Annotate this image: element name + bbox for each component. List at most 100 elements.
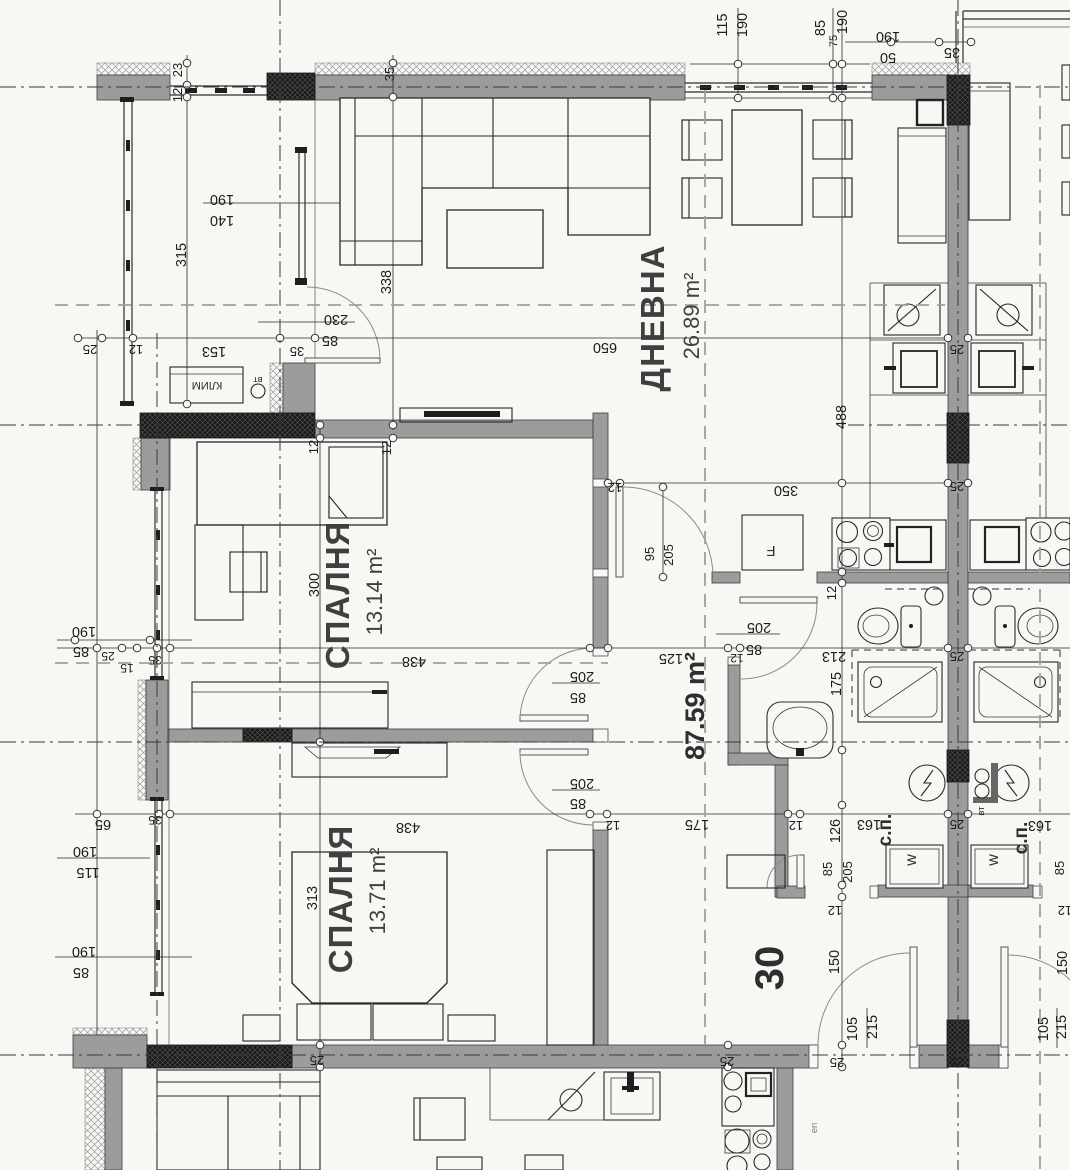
sofa <box>339 97 651 266</box>
dimension-label: 190 <box>72 943 96 959</box>
doors <box>304 286 1070 1048</box>
dimension-label: 25 <box>950 342 964 357</box>
toilet <box>857 605 922 648</box>
dimension-label: 15 <box>120 661 134 675</box>
dimension-label: 12 <box>828 903 842 918</box>
dimension-label: 338 <box>379 270 395 294</box>
washer-label: w <box>903 854 920 867</box>
dimension-label: 205 <box>570 775 594 791</box>
dimension-label: 25 <box>101 649 115 663</box>
stove <box>831 517 891 571</box>
dimension-label: 85 <box>1052 861 1067 875</box>
wall-niche <box>915 98 945 127</box>
dimension-label: 205 <box>661 544 676 566</box>
dimension-label: 35 <box>148 653 162 667</box>
wardrobe-1 <box>191 681 389 729</box>
room-area: 26.89 m² <box>679 273 704 360</box>
washing-machine-right <box>970 844 1029 889</box>
dimension-label: 12 <box>606 818 620 833</box>
dim-ticks <box>70 37 976 1072</box>
room-sp-label: с.п. <box>875 814 896 847</box>
dimension-label: 12 <box>608 480 622 495</box>
dimension-label: 300 <box>307 573 323 597</box>
dimension-label: 205 <box>747 619 771 635</box>
neighbor-bottom-table <box>413 1097 564 1170</box>
dimension-label: 35 <box>290 344 304 359</box>
room-area: 13.71 m² <box>365 848 390 935</box>
dimension-label: 150 <box>827 950 843 974</box>
fridge-label: F <box>766 542 775 559</box>
dimension-label: 25 <box>950 817 964 832</box>
dimension-label: 12 <box>379 441 394 455</box>
dimension-lines <box>55 8 1070 1072</box>
counter-left <box>869 282 948 518</box>
room-sp-label: с.п. <box>1011 822 1032 855</box>
bed-1 <box>196 441 388 526</box>
room-name: СПАЛНЯ <box>322 825 359 974</box>
room-area: 13.14 m² <box>362 549 387 636</box>
dimension-label: 438 <box>396 819 420 835</box>
dimension-label: 190 <box>73 843 97 859</box>
vent-label: вт <box>976 806 987 816</box>
shower-right <box>973 661 1059 723</box>
dimension-label: 105 <box>1036 1017 1052 1041</box>
dimension-label: 350 <box>774 482 798 498</box>
dimension-label: 65 <box>95 816 111 832</box>
dimension-label: 230 <box>324 311 348 327</box>
dimension-label: 12 <box>1058 903 1070 918</box>
neighbor-furniture <box>156 64 1070 1170</box>
total-area-label: 87.59 m² <box>680 652 710 760</box>
dimension-label: 75 <box>828 35 840 47</box>
dimension-label: 215 <box>1054 1015 1070 1039</box>
dimension-label: 25 <box>83 342 97 357</box>
boiler-right <box>992 764 1030 802</box>
desk <box>194 524 244 621</box>
dimension-label: 12 <box>129 342 143 357</box>
dimension-label: 35 <box>944 44 960 60</box>
bath-fixtures <box>766 586 1061 889</box>
apartment-number: 30 <box>748 946 792 991</box>
dimension-label: 125 <box>659 650 683 666</box>
dimension-label: 12 <box>170 88 185 102</box>
dimension-label: 213 <box>822 648 846 664</box>
dimension-label: 175 <box>829 672 845 696</box>
kitchen-counter-top <box>399 407 513 423</box>
dimension-label: 140 <box>210 212 234 228</box>
dimension-label: 150 <box>1055 951 1070 975</box>
dimension-label: 215 <box>865 1015 881 1039</box>
room-name: ДНЕВНА <box>634 245 671 392</box>
dining-table <box>731 109 803 226</box>
dimension-label: 85 <box>820 862 835 876</box>
dimension-label: 25 <box>720 1054 734 1069</box>
dimension-label: 115 <box>76 864 99 880</box>
dimension-label: 85 <box>813 20 829 36</box>
kitchen-sink <box>884 519 947 571</box>
dimension-label: 12 <box>730 651 744 665</box>
dimension-label: 650 <box>593 339 617 355</box>
dimension-label: 315 <box>174 243 190 267</box>
misc-label: en <box>809 1123 820 1134</box>
hall-cabinet <box>546 849 595 1046</box>
dimension-label: 205 <box>840 861 855 883</box>
desk-chair <box>229 551 268 593</box>
dimension-label: 190 <box>735 13 751 37</box>
stove-right <box>1025 517 1070 571</box>
dimension-label: 105 <box>845 1017 861 1041</box>
dimension-label: 85 <box>322 332 338 348</box>
neighbor-bottom-kitchen <box>489 1067 775 1170</box>
dining-chairs <box>681 119 853 219</box>
dimension-label: 190 <box>210 191 234 207</box>
dimension-label: 12 <box>306 440 321 454</box>
dimension-label: 25 <box>950 649 964 664</box>
dimension-label: 25 <box>950 1055 964 1070</box>
dimension-label: 313 <box>305 886 321 910</box>
small-sink-right <box>972 586 992 606</box>
washing-machine <box>885 844 944 889</box>
ac-unit <box>169 366 266 404</box>
small-sink <box>924 586 944 606</box>
dimension-label: 25 <box>950 479 964 494</box>
tv-cabinet <box>897 127 947 244</box>
dimension-label: 190 <box>835 10 851 34</box>
